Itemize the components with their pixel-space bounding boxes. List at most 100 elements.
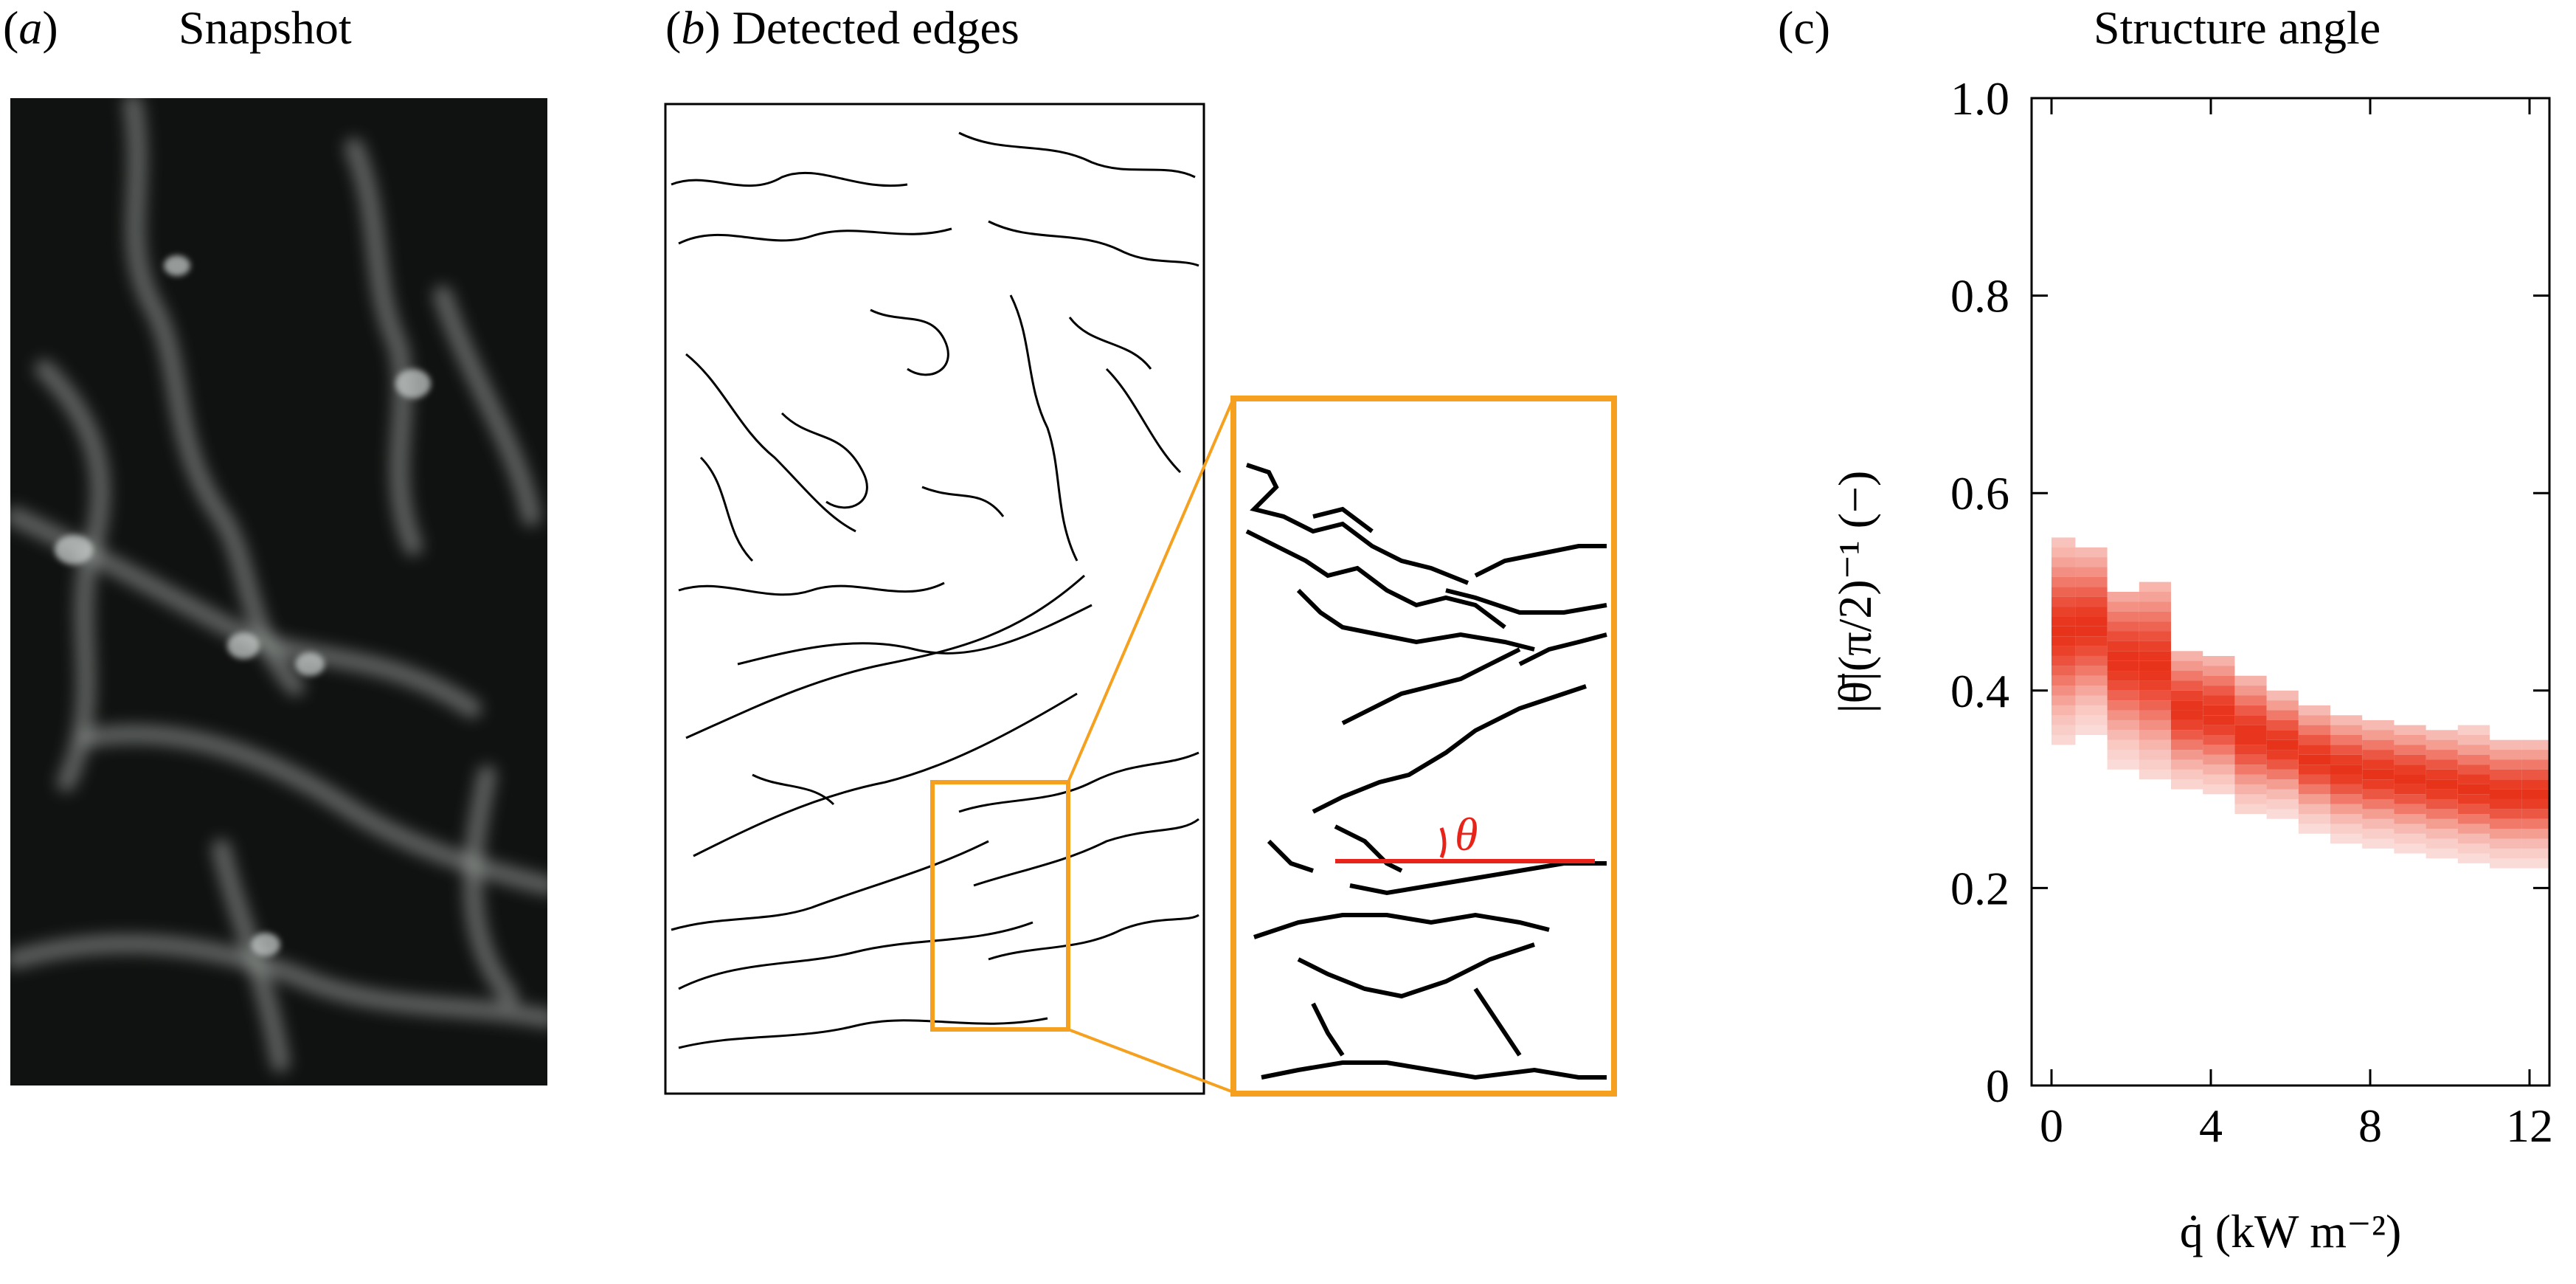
edge-contours: [671, 131, 1199, 1049]
heatmap-cell: [2330, 764, 2363, 775]
heatmap-cell: [2075, 557, 2108, 567]
heatmap-cell: [2139, 759, 2171, 770]
heatmap-cell: [2107, 631, 2139, 641]
x-tick-label: 8: [2358, 1100, 2382, 1152]
heatmap-cell: [2107, 611, 2139, 622]
heatmap-cell: [2075, 616, 2108, 627]
y-axis-label: |θ̄|(π/2)⁻¹ (−): [1829, 471, 1881, 714]
heatmap-cell: [2298, 804, 2330, 815]
heatmap-cell: [2266, 769, 2299, 780]
panel-a-heading: Snapshot: [179, 1, 352, 54]
heatmap-cell: [2234, 705, 2267, 716]
heatmap-cell: [2266, 779, 2299, 790]
heatmap-cell: [2362, 759, 2395, 770]
edge-inset-contours: [1245, 463, 1607, 1080]
heatmap-cell: [2139, 621, 2171, 632]
heatmap-cell: [2171, 660, 2203, 672]
heatmap-cell: [2171, 719, 2203, 731]
heatmap-cell: [2052, 547, 2076, 558]
x-tick-label: 4: [2199, 1100, 2223, 1152]
heatmap-cell: [2457, 754, 2490, 765]
heatmap-cell: [2052, 587, 2076, 597]
y-tick-label: 0.6: [1950, 467, 2009, 520]
edge-inset-frame: [1230, 396, 1617, 1097]
heatmap-cell: [2426, 739, 2458, 750]
y-tick-label: 1.0: [1950, 72, 2009, 125]
heatmap-cell: [2298, 745, 2330, 755]
heatmap-cell: [2266, 789, 2299, 799]
heatmap-cell: [2521, 789, 2549, 799]
heatmap-cell: [2362, 838, 2395, 849]
heatmap-cell: [2203, 666, 2235, 676]
heatmap-cell: [2394, 833, 2426, 844]
heatmap-cell: [2298, 784, 2330, 795]
panel-c-heading: Structure angle: [2094, 1, 2381, 54]
heatmap-cell: [2075, 695, 2108, 705]
heatmap-cell: [2490, 789, 2522, 799]
heatmap-cell: [2362, 730, 2395, 740]
heatmap-cell: [2266, 710, 2299, 720]
heatmap-cell: [2298, 824, 2330, 834]
heatmap-cell: [2394, 814, 2426, 824]
heatmap-cell: [2139, 660, 2171, 672]
heatmap-cell: [2490, 848, 2522, 859]
heatmap-cell: [2394, 843, 2426, 854]
heatmap-cell: [2171, 671, 2203, 681]
heatmap-cell: [2457, 745, 2490, 755]
heatmap-cell: [2234, 764, 2267, 775]
heatmap-cell: [2394, 794, 2426, 804]
panel-c-letter-wrap: (c): [1778, 1, 1831, 54]
heatmap-cell: [2075, 655, 2108, 666]
y-tick-label: 0.8: [1950, 270, 2009, 322]
heatmap-cell: [2075, 576, 2108, 587]
heatmap-cell: [2203, 735, 2235, 745]
heatmap-cell: [2075, 686, 2108, 696]
heatmap-cell: [2203, 745, 2235, 755]
heatmap-cell: [2203, 705, 2235, 716]
heatmap-cell: [2330, 725, 2363, 736]
heatmap-cell: [2107, 700, 2139, 711]
heatmap-cell: [2266, 809, 2299, 819]
heatmap-cell: [2394, 725, 2426, 736]
heatmap-cell: [2075, 567, 2108, 577]
panel-b-title: (b) Detected edges: [665, 1, 1019, 54]
heatmap-cell: [2052, 646, 2076, 656]
heatmap-cell: [2330, 814, 2363, 824]
heatmap-cell: [2139, 739, 2171, 750]
zoom-connector-bottom: [1067, 1028, 1234, 1094]
heatmap-cell: [2075, 725, 2108, 736]
heatmap-cell: [2075, 675, 2108, 686]
heatmap-cell: [2203, 686, 2235, 696]
heatmap-cell: [2394, 735, 2426, 745]
heatmap-cell: [2203, 695, 2235, 705]
heatmap-cell: [2107, 601, 2139, 612]
y-axis-ticks: 00.20.40.60.81.0: [1950, 72, 2549, 1112]
heatmap-cell: [2052, 567, 2076, 577]
heatmap-cell: [2139, 581, 2171, 592]
heatmap-cell: [2139, 592, 2171, 602]
heatmap-cell: [2052, 686, 2076, 696]
heatmap-cell: [2107, 671, 2139, 681]
heatmap-cell: [2052, 557, 2076, 567]
heatmap-cell: [2075, 547, 2108, 558]
heatmap-cell: [2490, 818, 2522, 829]
heatmap-cell: [2107, 660, 2139, 672]
heatmap-cell: [2330, 784, 2363, 795]
heatmap-cell: [2490, 769, 2522, 780]
heatmap-cell: [2139, 611, 2171, 622]
heatmap-cell: [2521, 769, 2549, 780]
heatmap-cell: [2266, 730, 2299, 740]
heatmap-cell: [2362, 809, 2395, 819]
heatmap-cell: [2457, 764, 2490, 775]
heatmap-cell: [2330, 735, 2363, 745]
heatmap-cell: [2266, 759, 2299, 770]
heatmap-cell: [2107, 759, 2139, 770]
panel-c-letter: c: [1793, 1, 1815, 54]
heatmap-cell: [2362, 779, 2395, 790]
panel-b-letter: b: [681, 1, 705, 54]
zoom-region-box: [930, 780, 1070, 1032]
plot-frame: [2030, 97, 2551, 1087]
heatmap-cell: [2203, 774, 2235, 784]
